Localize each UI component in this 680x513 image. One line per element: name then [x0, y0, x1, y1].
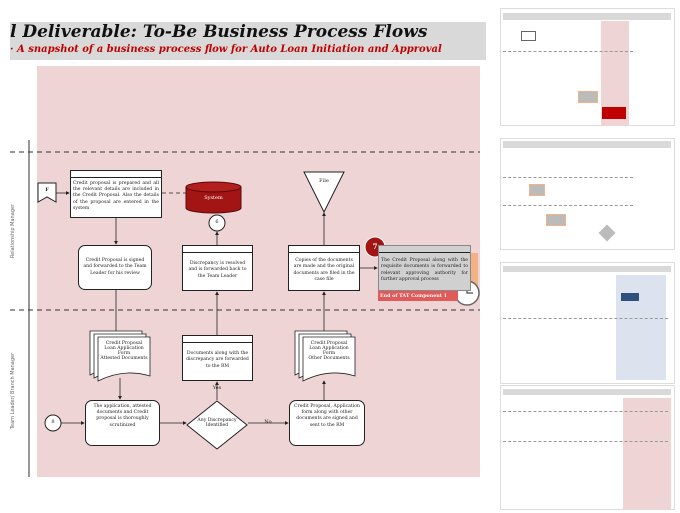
slide-thumbnail-4[interactable] — [500, 385, 675, 510]
step-docs-forwarded-rm: Documents along with the discrepancy are… — [182, 335, 253, 381]
doc-attested: Credit Proposal Loan Application Form At… — [100, 341, 148, 361]
decision-discrepancy: Any Discrepancy Identified — [197, 418, 237, 428]
step-badge-7: 7 — [372, 242, 378, 251]
step-scrutinized: The application, attested documents and … — [85, 400, 160, 446]
page-title: l Deliverable: To-Be Business Process Fl… — [10, 22, 428, 42]
tat-end-label: End of TAT Component 1 — [378, 291, 458, 301]
file-label: File — [319, 178, 329, 184]
step-discrepancy-resolved: Discrepancy is resolved and is forwarded… — [182, 245, 253, 291]
decision-yes-label: Yes — [212, 385, 222, 391]
step-prepare-proposal: Credit proposal is prepared and all the … — [70, 170, 162, 218]
flow-connectors — [10, 140, 480, 477]
slide-thumbnail-1[interactable] — [500, 8, 675, 126]
header-band — [10, 22, 486, 60]
slide-thumbnail-2[interactable] — [500, 138, 675, 250]
connector-6: 6 — [215, 219, 219, 225]
step-signed-forwarded: Credit Proposal is signed and forwarded … — [78, 245, 152, 290]
system-cylinder-shape — [185, 181, 242, 214]
offpage-connector-shape — [37, 182, 57, 203]
page-subtitle: · A snapshot of a business process flow … — [10, 44, 442, 55]
offpage-connector-f: F — [45, 187, 49, 193]
decision-no-label: No — [264, 419, 272, 425]
doc-other: Credit Proposal Loan Application Form Ot… — [308, 341, 350, 361]
system-label: System — [204, 195, 223, 201]
step-signed-sent-rm: Credit Proposal, Application form along … — [289, 400, 365, 446]
slide-thumbnail-3[interactable] — [500, 262, 675, 384]
step-forward-approval: The Credit Proposal along with the requi… — [378, 245, 471, 291]
connector-8: 8 — [51, 419, 55, 425]
step-copies-filed: Copies of the documents are made and the… — [288, 245, 360, 291]
